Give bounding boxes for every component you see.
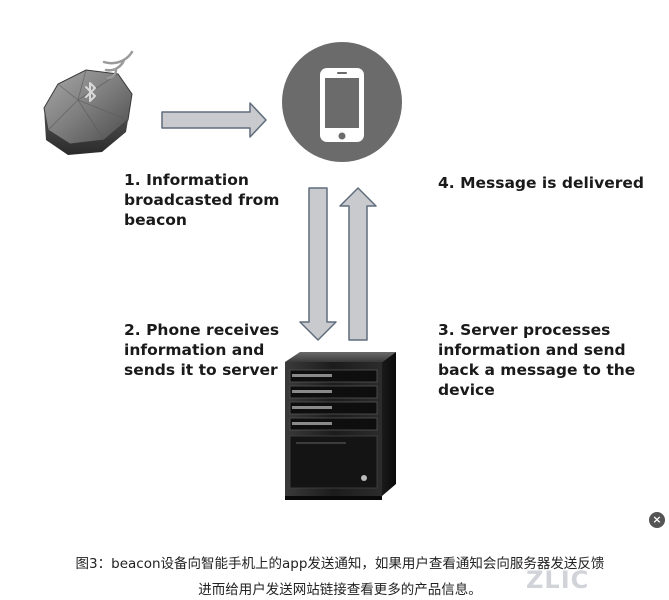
beacon-icon	[43, 69, 133, 155]
arrow-beacon-to-phone	[161, 102, 267, 138]
bluetooth-icon	[85, 82, 96, 102]
server-icon	[285, 352, 396, 500]
step-3-label: 3. Server processes information and send…	[438, 321, 636, 399]
step-4-label: 4. Message is delivered	[438, 174, 644, 192]
close-icon[interactable]: ×	[649, 512, 665, 528]
watermark-logo: ZLIC	[526, 566, 590, 594]
caption-line-2: 进而给用户发送网站链接查看更多的产品信息。	[198, 582, 482, 598]
caption-line-1: 图3：beacon设备向智能手机上的app发送通知，如果用户查看通知会向服务器发…	[75, 556, 605, 572]
step-1-label: 1. Information broadcasted from beacon	[124, 171, 280, 229]
step-2-label: 2. Phone receives information and sends …	[124, 321, 280, 379]
arrow-phone-to-server	[299, 187, 337, 341]
wifi-signal-icon	[102, 50, 134, 80]
arrow-server-to-phone	[339, 187, 377, 341]
smartphone-icon	[282, 42, 402, 162]
